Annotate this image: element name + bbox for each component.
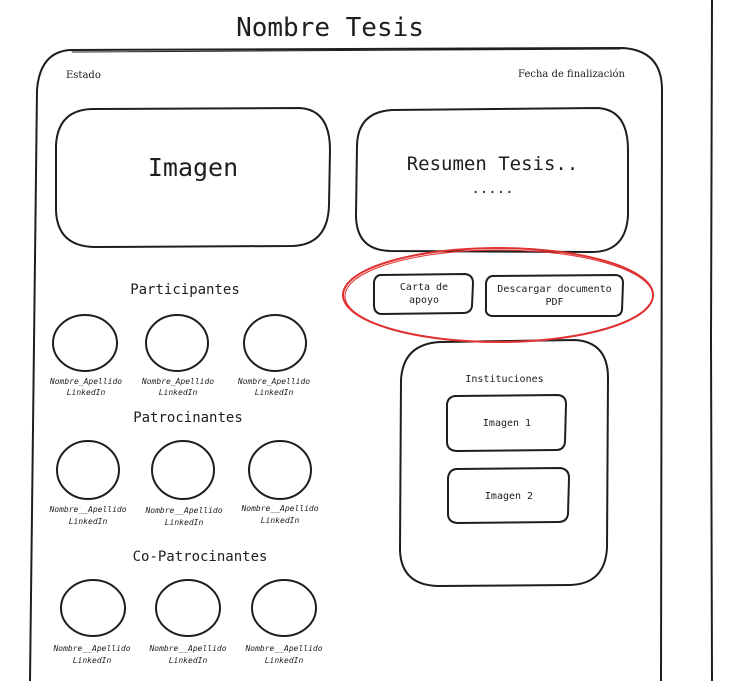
co-patrocinante-1-linkedin[interactable]: LinkedIn <box>72 656 112 665</box>
participant-1-name: Nombre_Apellido <box>49 377 123 386</box>
participant-1-linkedin[interactable]: LinkedIn <box>66 388 106 397</box>
page-title: Nombre Tesis <box>236 13 424 43</box>
fecha-finalizacion-label: Fecha de finalización <box>518 69 625 80</box>
patrocinante-1-linkedin[interactable]: LinkedIn <box>68 517 108 526</box>
participant-2-linkedin[interactable]: LinkedIn <box>158 388 198 397</box>
co-patrocinantes-title: Co-Patrocinantes <box>132 549 268 565</box>
carta-de-apoyo-label: Carta de apoyo <box>399 282 449 306</box>
descargar-pdf-label: Descargar documento PDF <box>497 284 612 308</box>
participantes-title: Participantes <box>130 282 240 298</box>
carta-de-apoyo-button[interactable]: Carta de apoyo <box>376 276 472 312</box>
descargar-pdf-button[interactable]: Descargar documento PDF <box>487 277 622 315</box>
image-placeholder: Imagen <box>58 110 328 245</box>
patrocinante-2-linkedin[interactable]: LinkedIn <box>164 518 204 527</box>
co-patrocinante-3-linkedin[interactable]: LinkedIn <box>264 656 304 665</box>
co-patrocinante-3-name: Nombre__Apellido <box>245 644 323 653</box>
patrocinante-1-name: Nombre__Apellido <box>49 505 127 514</box>
institucion-imagen-2-label: Imagen 2 <box>484 490 534 502</box>
institucion-imagen-1[interactable]: Imagen 1 <box>448 397 566 450</box>
participant-avatar-1 <box>52 314 118 372</box>
institucion-imagen-2[interactable]: Imagen 2 <box>449 470 569 522</box>
co-patrocinante-2-linkedin[interactable]: LinkedIn <box>168 656 208 665</box>
estado-label: Estado <box>66 70 101 81</box>
institucion-imagen-1-label: Imagen 1 <box>482 418 532 429</box>
patrocinante-avatar-2 <box>151 440 215 500</box>
patrocinante-2-name: Nombre__Apellido <box>145 506 223 515</box>
co-patrocinante-avatar-2 <box>155 579 221 637</box>
image-placeholder-label: Imagen <box>147 153 239 182</box>
summary-box: Resumen Tesis.. ..... <box>360 112 625 250</box>
participant-3-name: Nombre_Apellido <box>237 377 311 386</box>
instituciones-title: Instituciones <box>465 374 544 385</box>
patrocinante-3-name: Nombre__Apellido <box>241 504 319 513</box>
patrocinantes-title: Patrocinantes <box>133 410 243 426</box>
participant-2-name: Nombre_Apellido <box>141 377 215 386</box>
summary-title: Resumen Tesis.. <box>406 153 579 175</box>
page-edge-line <box>710 0 713 681</box>
participant-3-linkedin[interactable]: LinkedIn <box>254 388 294 397</box>
patrocinante-3-linkedin[interactable]: LinkedIn <box>260 516 300 525</box>
participant-avatar-3 <box>243 314 307 372</box>
patrocinante-avatar-1 <box>56 440 120 500</box>
co-patrocinante-2-name: Nombre__Apellido <box>149 644 227 653</box>
co-patrocinante-1-name: Nombre__Apellido <box>53 644 131 653</box>
summary-ellipsis: ..... <box>471 181 514 197</box>
patrocinante-avatar-3 <box>248 440 312 500</box>
participant-avatar-2 <box>145 314 209 372</box>
co-patrocinante-avatar-3 <box>251 579 317 637</box>
co-patrocinante-avatar-1 <box>60 579 126 637</box>
